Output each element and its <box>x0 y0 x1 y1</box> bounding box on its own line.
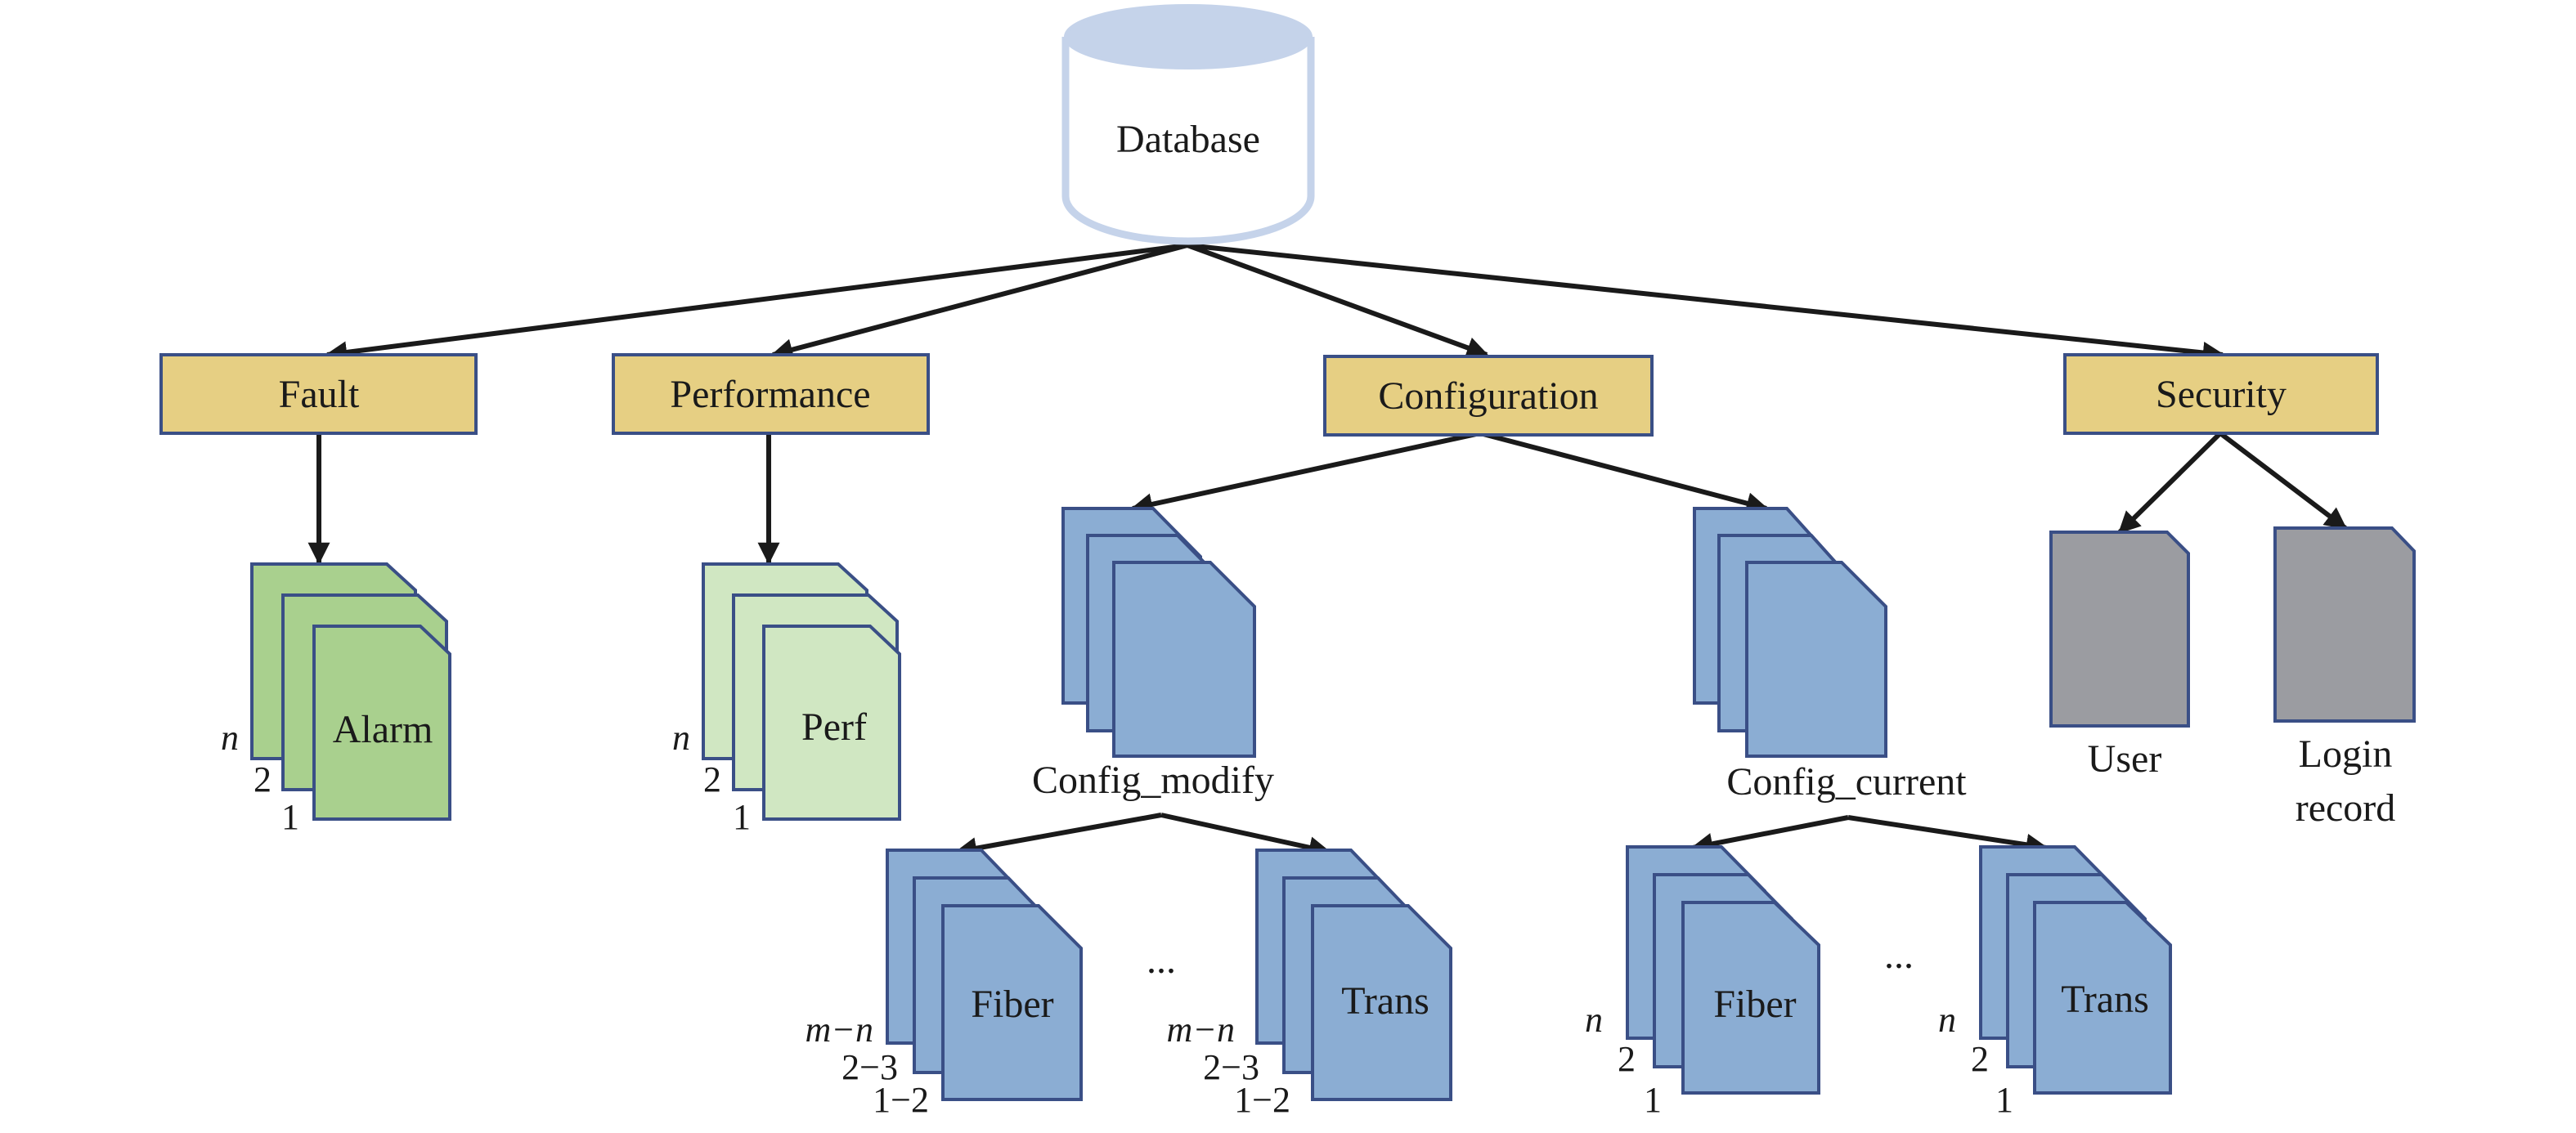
perf-index-2: 2 <box>703 759 721 799</box>
current-trans-index-2: 2 <box>1971 1039 1989 1079</box>
edges <box>307 243 2348 859</box>
modify-fiber-index-2-3: 2−3 <box>841 1047 898 1087</box>
alarm-index-1: 1 <box>281 797 299 837</box>
config-modify-label: Config_modify <box>1032 759 1274 802</box>
category-configuration-label: Configuration <box>1378 374 1598 418</box>
perf-index-n: n <box>672 718 690 758</box>
database-node: Database <box>1061 4 1315 245</box>
current-fiber-label: Fiber <box>1713 983 1796 1026</box>
category-performance-box <box>612 353 930 435</box>
login-record-label-line1: Login <box>2299 732 2393 776</box>
login-record-document-icon <box>2273 526 2416 723</box>
category-security-box <box>2063 353 2379 435</box>
perf-doc-front <box>762 625 901 821</box>
current-trans-stack: Trans n 2 1 <box>1938 845 2172 1120</box>
modify-fiber-doc-front <box>941 904 1083 1101</box>
modify-fiber-stack: Fiber m−n 2−3 1−2 <box>806 849 1083 1120</box>
modify-trans-index-1-2: 1−2 <box>1234 1080 1290 1120</box>
modify-trans-index-m-n: m−n <box>1167 1010 1235 1050</box>
config-current-stack: Config_current <box>1693 507 1967 804</box>
perf-stack: Perf n 2 1 <box>672 562 901 837</box>
edge-database-configuration <box>1186 243 1489 359</box>
category-configuration: Configuration <box>1323 355 1654 437</box>
config-current-label: Config_current <box>1726 760 1967 804</box>
current-fiber-index-2: 2 <box>1618 1039 1636 1079</box>
current-trans-doc-front <box>2033 901 2172 1095</box>
current-trans-index-1: 1 <box>1995 1080 2013 1120</box>
alarm-label: Alarm <box>333 708 433 751</box>
security-login-record-doc: Login record <box>2273 526 2416 830</box>
edge-config-current-fiber <box>1690 815 1849 855</box>
category-performance-label: Performance <box>670 373 870 416</box>
edge-config-current-trans <box>1847 815 2049 856</box>
current-ellipsis: ... <box>1884 934 1914 977</box>
current-trans-index-n: n <box>1938 1000 1956 1040</box>
current-fiber-stack: Fiber n 2 1 <box>1585 845 1820 1120</box>
category-fault: Fault <box>159 353 478 435</box>
current-trans-label: Trans <box>2061 978 2149 1021</box>
perf-index-1: 1 <box>733 797 751 837</box>
category-security-label: Security <box>2156 373 2287 416</box>
edge-database-performance <box>770 243 1188 360</box>
modify-trans-doc-front <box>1311 904 1452 1101</box>
current-fiber-doc-front <box>1681 901 1820 1095</box>
alarm-index-n: n <box>221 718 239 758</box>
category-configuration-box <box>1323 355 1654 437</box>
alarm-index-2: 2 <box>254 759 272 799</box>
database-label: Database <box>1116 118 1260 161</box>
modify-fiber-index-1-2: 1−2 <box>873 1080 929 1120</box>
user-label: User <box>2088 737 2162 781</box>
user-document-icon <box>2049 531 2190 728</box>
alarm-doc-front <box>312 625 451 821</box>
edge-database-security <box>1187 243 2225 364</box>
category-performance: Performance <box>612 353 930 435</box>
category-fault-box <box>159 353 478 435</box>
security-user-doc: User <box>2049 531 2190 781</box>
modify-fiber-index-m-n: m−n <box>806 1010 873 1050</box>
modify-trans-index-2-3: 2−3 <box>1203 1047 1259 1087</box>
edge-config-modify-fiber <box>954 813 1162 859</box>
modify-trans-label: Trans <box>1341 979 1429 1023</box>
config-current-doc-front <box>1745 561 1887 758</box>
config-modify-doc-front <box>1112 561 1256 758</box>
database-cylinder-icon <box>1061 37 1315 245</box>
edge-configuration-config-current <box>1479 431 1769 514</box>
edge-security-login-record <box>2219 431 2348 531</box>
modify-ellipsis: ... <box>1147 938 1176 982</box>
modify-fiber-label: Fiber <box>971 983 1053 1026</box>
login-record-label-line2: record <box>2296 786 2396 830</box>
edge-config-modify-trans <box>1160 813 1331 858</box>
config-modify-stack: Config_modify <box>1032 507 1274 802</box>
category-security: Security <box>2063 353 2379 435</box>
edge-security-user <box>2117 431 2223 535</box>
category-fault-label: Fault <box>279 373 360 416</box>
database-cylinder-top <box>1064 4 1313 69</box>
alarm-stack: Alarm n 2 1 <box>221 562 451 837</box>
current-fiber-index-1: 1 <box>1644 1080 1662 1120</box>
edge-database-fault <box>325 243 1188 364</box>
edge-configuration-config-modify <box>1130 431 1481 516</box>
modify-trans-stack: Trans m−n 2−3 1−2 <box>1167 849 1452 1120</box>
current-fiber-index-n: n <box>1585 1000 1603 1040</box>
perf-label: Perf <box>801 705 867 749</box>
